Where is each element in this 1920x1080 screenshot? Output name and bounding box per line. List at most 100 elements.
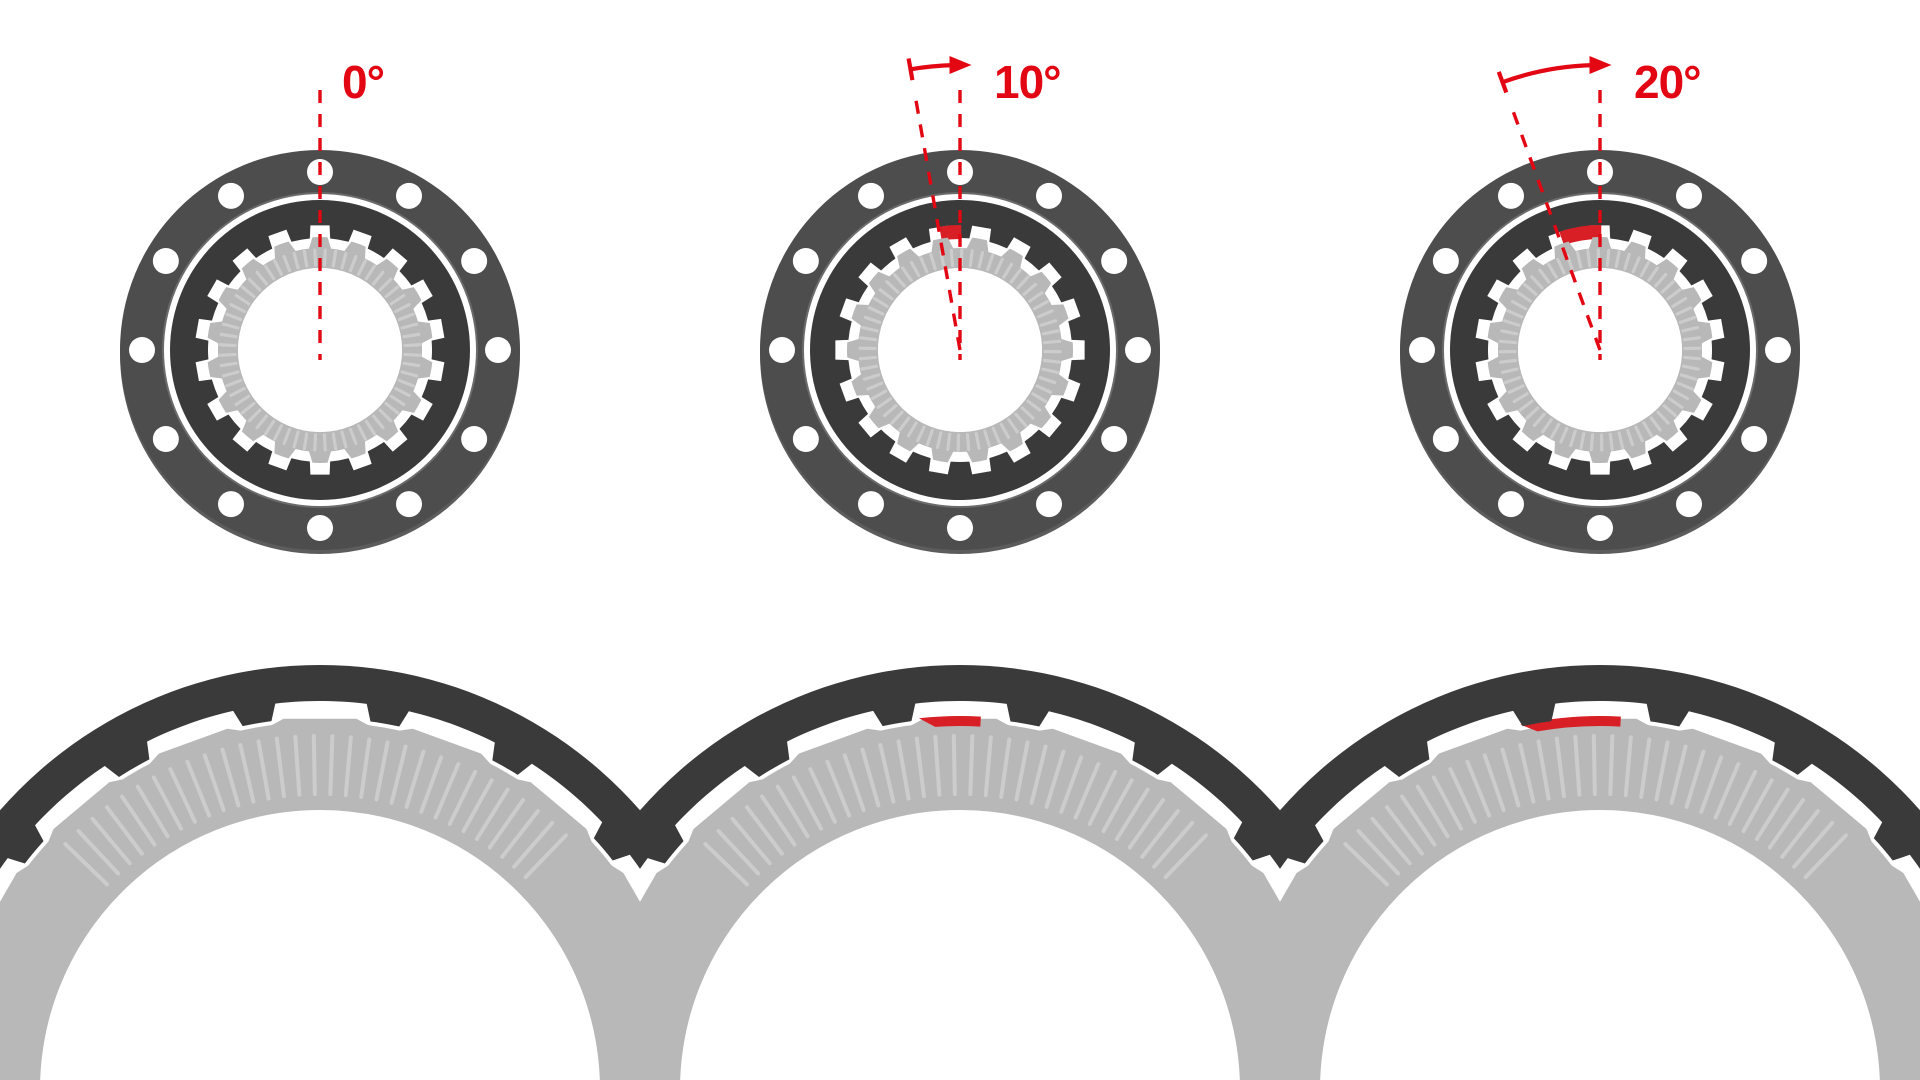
spline-tick xyxy=(1035,384,1053,394)
spline-tick xyxy=(1036,309,1054,319)
cutaway-tick xyxy=(256,739,271,801)
cutaway-tick xyxy=(968,734,975,797)
cutaway-tick xyxy=(842,753,866,813)
spline-tick xyxy=(255,270,269,286)
cutaway-tick xyxy=(185,759,212,818)
cutaway-tick xyxy=(1803,833,1848,880)
angle-label: 10° xyxy=(994,56,1061,108)
angle-arc xyxy=(1501,63,1593,85)
arc-start-tick xyxy=(1496,71,1509,94)
bolt-hole xyxy=(485,337,511,363)
spline-tick xyxy=(1500,367,1519,375)
spline-tick xyxy=(1660,280,1675,294)
spline-tick xyxy=(1525,406,1540,420)
cutaway-spline-tooth xyxy=(1427,728,1524,766)
spline-tick xyxy=(340,251,348,270)
spline-tick xyxy=(221,370,240,378)
bolt-hole xyxy=(1498,491,1524,518)
cutaway-tick xyxy=(76,829,121,876)
spline-tick xyxy=(1676,381,1694,391)
spline-tick xyxy=(1541,418,1553,434)
face-view-container: 0° xyxy=(0,0,640,620)
spline-tick xyxy=(1662,404,1678,418)
cutaway-tick xyxy=(1415,784,1450,839)
cutaway-tick xyxy=(1356,829,1401,876)
spline-tick xyxy=(1506,309,1524,319)
spline-tick xyxy=(263,264,276,281)
spline-tick xyxy=(282,255,292,273)
cutaway-tick xyxy=(1591,734,1597,797)
bolt-hole xyxy=(1101,248,1128,274)
bolt-hole xyxy=(461,248,488,274)
cutaway-tick xyxy=(1343,842,1390,887)
cutaway-tick xyxy=(1384,805,1424,856)
cutaway-tick xyxy=(1059,755,1084,814)
spline-tick xyxy=(1512,392,1529,404)
cutaway-tick xyxy=(1101,778,1134,834)
bolt-hole xyxy=(218,491,244,518)
cutaway-tick xyxy=(433,762,461,820)
spline-body-arc xyxy=(1280,722,1920,1080)
spline-tick xyxy=(1579,431,1586,450)
spline-tick xyxy=(364,419,377,436)
spline-tick xyxy=(878,288,894,301)
spline-tick xyxy=(364,264,377,281)
spline-tick xyxy=(946,432,952,451)
face-view-0deg: 0° xyxy=(120,56,520,554)
arc-arrowhead xyxy=(949,56,972,75)
spline-tick xyxy=(1682,336,1701,342)
spline-tick xyxy=(1678,315,1697,324)
cutaway-tick xyxy=(1029,744,1048,805)
spline-tick xyxy=(968,249,974,268)
spline-body-arc xyxy=(0,722,640,1080)
spline-tick xyxy=(302,249,309,268)
spline-tick xyxy=(1009,268,1022,284)
spline-tick xyxy=(229,386,246,397)
spline-tick xyxy=(1516,291,1532,303)
spline-tick xyxy=(1498,339,1517,345)
cutaway-tick xyxy=(1127,798,1166,850)
spline-tick xyxy=(949,248,955,267)
spline-tick xyxy=(371,270,385,286)
spline-tick xyxy=(1634,425,1644,443)
spline-tick xyxy=(1649,416,1662,432)
spline-tick xyxy=(402,332,421,339)
bolt-hole xyxy=(218,182,244,209)
spline-tick xyxy=(1675,306,1693,316)
cutaway-tick-group xyxy=(703,734,1208,887)
spline-tick xyxy=(378,408,393,423)
bolt-hole xyxy=(396,491,422,518)
spline-tick xyxy=(1041,329,1060,336)
spline-tick xyxy=(1500,329,1519,336)
spline-hub xyxy=(846,237,1074,463)
cutaway-tick xyxy=(1741,778,1774,834)
spline-tick xyxy=(876,397,892,409)
angle-annotation-group: 10° xyxy=(906,56,1062,360)
spline-body-arc xyxy=(640,722,1280,1080)
spline-tick xyxy=(919,256,929,274)
spline-tick xyxy=(1647,266,1659,282)
cutaway-tick xyxy=(487,798,526,850)
spline-tick xyxy=(255,414,269,430)
cutaway-tick xyxy=(135,784,170,839)
spline-tick xyxy=(916,425,926,443)
spline-tick xyxy=(225,312,243,322)
cutaway-tick xyxy=(220,747,241,808)
bolt-hole xyxy=(858,182,884,209)
spline-tick xyxy=(1679,373,1698,381)
cutaway-spline-tooth xyxy=(514,778,593,845)
spline-tick xyxy=(1671,296,1688,308)
spline-tick xyxy=(218,343,237,348)
spline-tick xyxy=(974,431,981,450)
cutaway-red-clearance xyxy=(1520,715,1621,732)
spline-tick xyxy=(384,285,400,299)
bolt-hole xyxy=(947,515,973,541)
cutaway-tick xyxy=(168,767,197,824)
spline-tick xyxy=(1007,418,1019,434)
spline-tick xyxy=(1623,252,1631,271)
cutaway-tick xyxy=(293,734,302,797)
spline-tick xyxy=(263,419,276,436)
cutaway-spline-teeth xyxy=(0,718,640,918)
face-view-20deg: 20° xyxy=(1400,56,1800,554)
bolt-hole xyxy=(1765,337,1791,363)
